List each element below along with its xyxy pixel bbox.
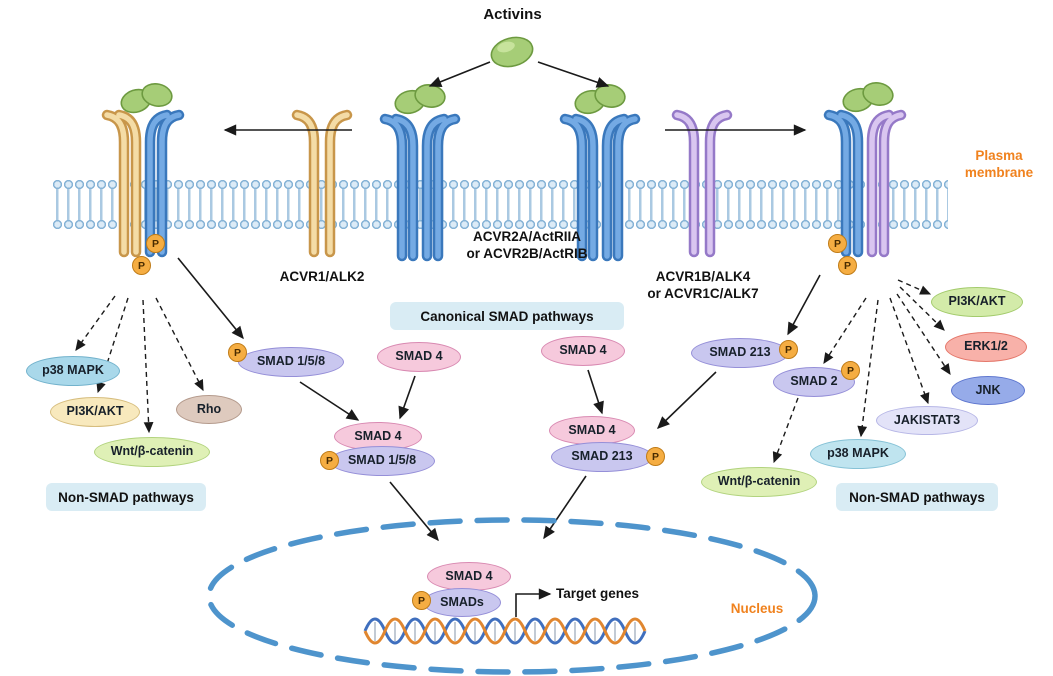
- arrow-right-complex-to-nucleus: [543, 475, 587, 540]
- node-nucleus-smad4: SMAD 4: [427, 562, 511, 591]
- activin-ligand-icon: [490, 36, 534, 68]
- arrow-smad4-to-right-complex: [587, 369, 604, 415]
- node-wnt-bcatenin-left: Wnt/β-catenin: [94, 437, 210, 467]
- phosphate-badge-icon: P: [412, 591, 431, 610]
- acvr1b-label: ACVR1B/ALK4 or ACVR1C/ALK7: [647, 269, 759, 301]
- node-jakistat3: JAKISTAT3: [876, 406, 978, 435]
- arrow-to-smad2: [823, 297, 867, 365]
- solid-arrows: [177, 61, 821, 617]
- arrow-right-complex-to-smad213: [787, 274, 821, 336]
- node-jnk: JNK: [951, 376, 1025, 405]
- arrow-to-wnt-left: [142, 299, 154, 434]
- dna-helix-icon: [363, 617, 647, 645]
- node-wnt-bcatenin-right: Wnt/β-catenin: [701, 467, 817, 497]
- plasma-membrane-label: Plasma membrane: [964, 148, 1034, 180]
- phosphate-badge-icon: P: [228, 343, 247, 362]
- arrow-to-p38-right: [857, 299, 879, 438]
- arrow-activin-to-right-complex: [537, 61, 610, 88]
- arrow-smad2-to-wnt-right: [772, 397, 799, 464]
- acvr2-label: ACVR2A/ActRIIA or ACVR2B/ActRIB: [466, 229, 588, 261]
- receptor-acvr2-right: [565, 84, 635, 256]
- node-complex-smad213: SMAD 213: [551, 442, 653, 472]
- canonical-smad-pathways-box: Canonical SMAD pathways: [390, 302, 624, 330]
- arrow-left-complex-to-smad158: [177, 257, 244, 340]
- arrow-to-rho: [155, 297, 204, 392]
- plasma-membrane-outer-leaflet: [52, 178, 948, 191]
- dashed-arrows-right: [772, 279, 951, 464]
- arrow-smad4-to-left-complex: [398, 375, 416, 420]
- nucleus-outline: [206, 517, 818, 675]
- acvr1-alk2-label: ACVR1/ALK2: [279, 269, 365, 284]
- phosphate-badge-icon: P: [841, 361, 860, 380]
- target-genes-label: Target genes: [556, 586, 640, 601]
- nucleus-label: Nucleus: [730, 601, 784, 616]
- phosphate-badge-icon: P: [646, 447, 665, 466]
- phosphate-badge-icon: P: [828, 234, 847, 253]
- receptor-acvr1-alk2: [297, 115, 347, 252]
- node-smad213: SMAD 213: [691, 338, 789, 368]
- non-smad-pathways-box-right: Non-SMAD pathways: [836, 483, 998, 511]
- node-p38-mapk-right: p38 MAPK: [810, 439, 906, 469]
- arrow-to-jnk: [896, 293, 951, 376]
- receptor-complex-far-left: [107, 82, 179, 252]
- activins-label: Activins: [483, 6, 542, 23]
- arrow-smad213-to-complex: [656, 371, 717, 429]
- arrow-activin-to-left-complex: [428, 61, 491, 88]
- arrow-transcription-start: [515, 588, 552, 617]
- arrow-to-pi3k-right: [897, 279, 932, 295]
- receptor-acvr2-left: [385, 84, 455, 256]
- node-pi3k-akt-left: PI3K/AKT: [50, 397, 140, 427]
- receptor-complex-far-right: [829, 81, 901, 252]
- phosphate-badge-icon: P: [132, 256, 151, 275]
- arrow-left-complex-to-nucleus: [389, 481, 439, 542]
- phosphate-badge-icon: P: [320, 451, 339, 470]
- node-pi3k-akt-right: PI3K/AKT: [931, 287, 1023, 317]
- phosphate-badge-icon: P: [146, 234, 165, 253]
- node-smad4-left: SMAD 4: [377, 342, 461, 372]
- plasma-membrane-inner-leaflet: [52, 218, 948, 231]
- node-rho: Rho: [176, 395, 242, 424]
- node-erk12: ERK1/2: [945, 332, 1027, 362]
- node-smad4-right: SMAD 4: [541, 336, 625, 366]
- arrow-to-erk12: [899, 286, 945, 331]
- arrow-to-p38-left: [75, 295, 116, 351]
- node-complex-smad158: SMAD 1/5/8: [329, 446, 435, 476]
- arrow-to-jakistat3: [889, 297, 930, 405]
- arrow-smad158-to-complex: [299, 381, 360, 421]
- phosphate-badge-icon: P: [779, 340, 798, 359]
- non-smad-pathways-box-left: Non-SMAD pathways: [46, 483, 206, 511]
- node-smad158: SMAD 1/5/8: [238, 347, 344, 377]
- node-nucleus-smads: SMADs: [423, 588, 501, 617]
- receptor-acvr1b-alk4: [677, 115, 727, 252]
- node-complex-smad4-right: SMAD 4: [549, 416, 635, 445]
- plasma-membrane-tails: [52, 189, 948, 220]
- node-p38-mapk-left: p38 MAPK: [26, 356, 120, 386]
- phosphate-badge-icon: P: [838, 256, 857, 275]
